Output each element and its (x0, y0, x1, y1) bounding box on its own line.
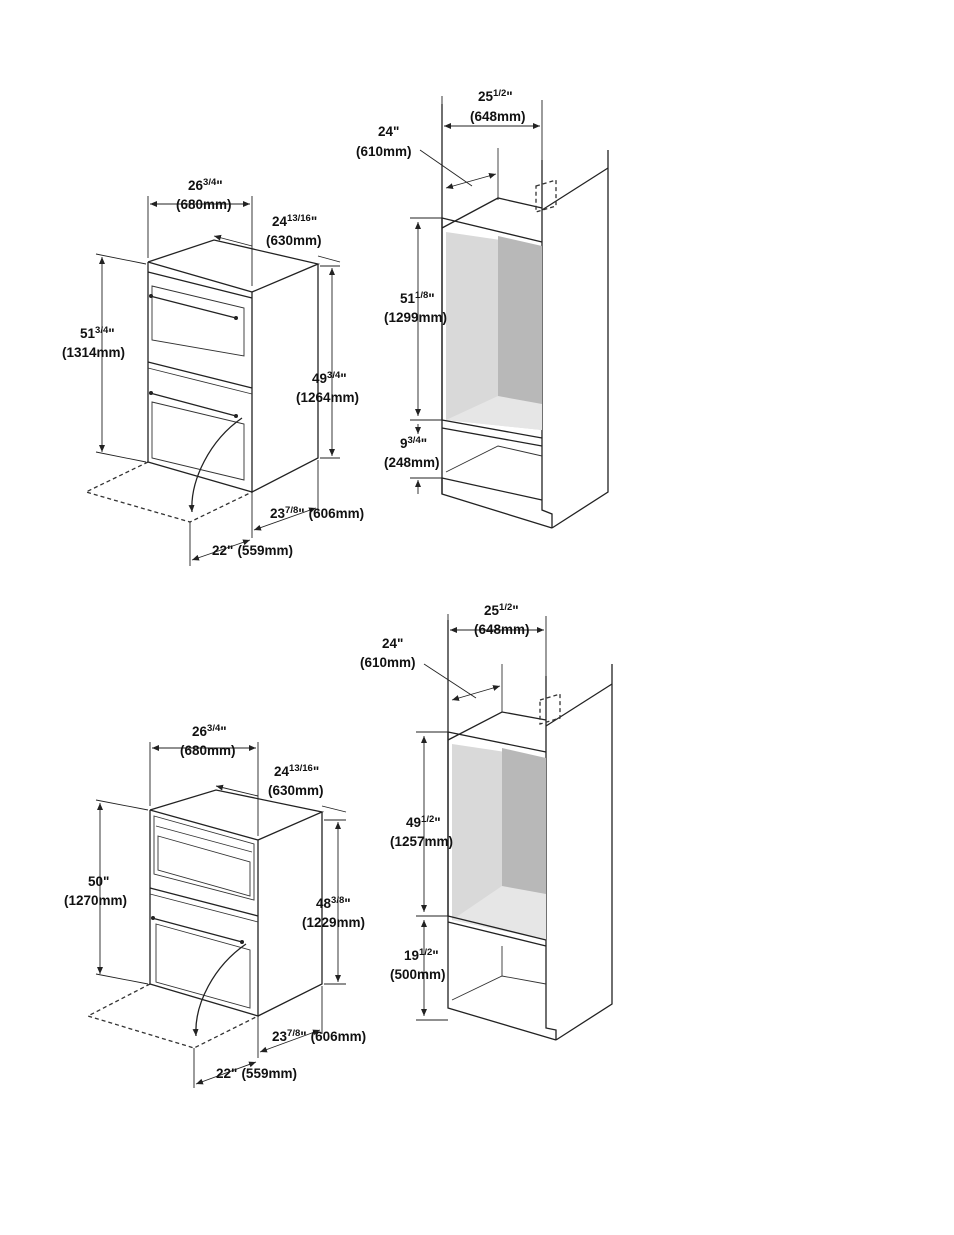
fig2-cabinet-cutout-height-mm-label: (1257mm) (390, 834, 453, 849)
fig1-oven-height-side-label: 493/4" (312, 370, 347, 386)
fig2-cabinet-cutout-height-label: 491/2" (406, 814, 441, 830)
fig1-cabinet-depth-label: 24" (378, 124, 399, 139)
fig2-oven-height-front-mm-label: (1270mm) (64, 893, 127, 908)
fig2-oven-width-mm-label: (680mm) (180, 743, 236, 758)
fig2-cabinet-width-label: 251/2" (484, 602, 519, 618)
fig1-oven-body-depth-label: 237/8"(606mm) (270, 505, 364, 521)
fig2-oven-door-label: 22"(559mm) (216, 1066, 297, 1081)
fig2-cabinet-floor-height-mm-label: (500mm) (390, 967, 446, 982)
fig2-oven-body-depth-label: 237/8"(606mm) (272, 1028, 366, 1044)
fig1-oven-height-side-mm-label: (1264mm) (296, 390, 359, 405)
fig2-oven-height-front-label: 50" (88, 874, 109, 889)
fig2-oven-width-label: 263/4" (192, 723, 227, 739)
fig2-oven-height-side-mm-label: (1229mm) (302, 915, 365, 930)
fig1-cabinet-cutout-height-label: 511/8" (400, 290, 435, 306)
fig2-oven-depth-label: 2413/16" (274, 763, 319, 779)
fig1-oven-width-mm-label: (680mm) (176, 197, 232, 212)
fig1-cabinet-depth-mm-label: (610mm) (356, 144, 412, 159)
fig2-oven-depth-mm-label: (630mm) (268, 783, 324, 798)
fig2-oven-height-side-label: 483/8" (316, 895, 351, 911)
fig1-cabinet-width-mm-label: (648mm) (470, 109, 526, 124)
fig1-cabinet-floor-height-label: 93/4" (400, 435, 427, 451)
fig1-oven-depth-label: 2413/16" (272, 213, 317, 229)
fig2-cabinet-depth-label: 24" (382, 636, 403, 651)
fig1-cabinet-width-label: 251/2" (478, 88, 513, 104)
fig1-oven-door-label: 22"(559mm) (212, 543, 293, 558)
fig1-cabinet-cutout-height-mm-label: (1299mm) (384, 310, 447, 325)
fig1-oven-depth-mm-label: (630mm) (266, 233, 322, 248)
fig1-oven-height-front-label: 513/4" (80, 325, 115, 341)
fig1-oven-height-front-mm-label: (1314mm) (62, 345, 125, 360)
fig1-oven-width-label: 263/4" (188, 177, 223, 193)
fig2-cabinet-depth-mm-label: (610mm) (360, 655, 416, 670)
fig2-cabinet-width-mm-label: (648mm) (474, 622, 530, 637)
fig1-cabinet-floor-height-mm-label: (248mm) (384, 455, 440, 470)
fig2-cabinet-floor-height-label: 191/2" (404, 947, 439, 963)
